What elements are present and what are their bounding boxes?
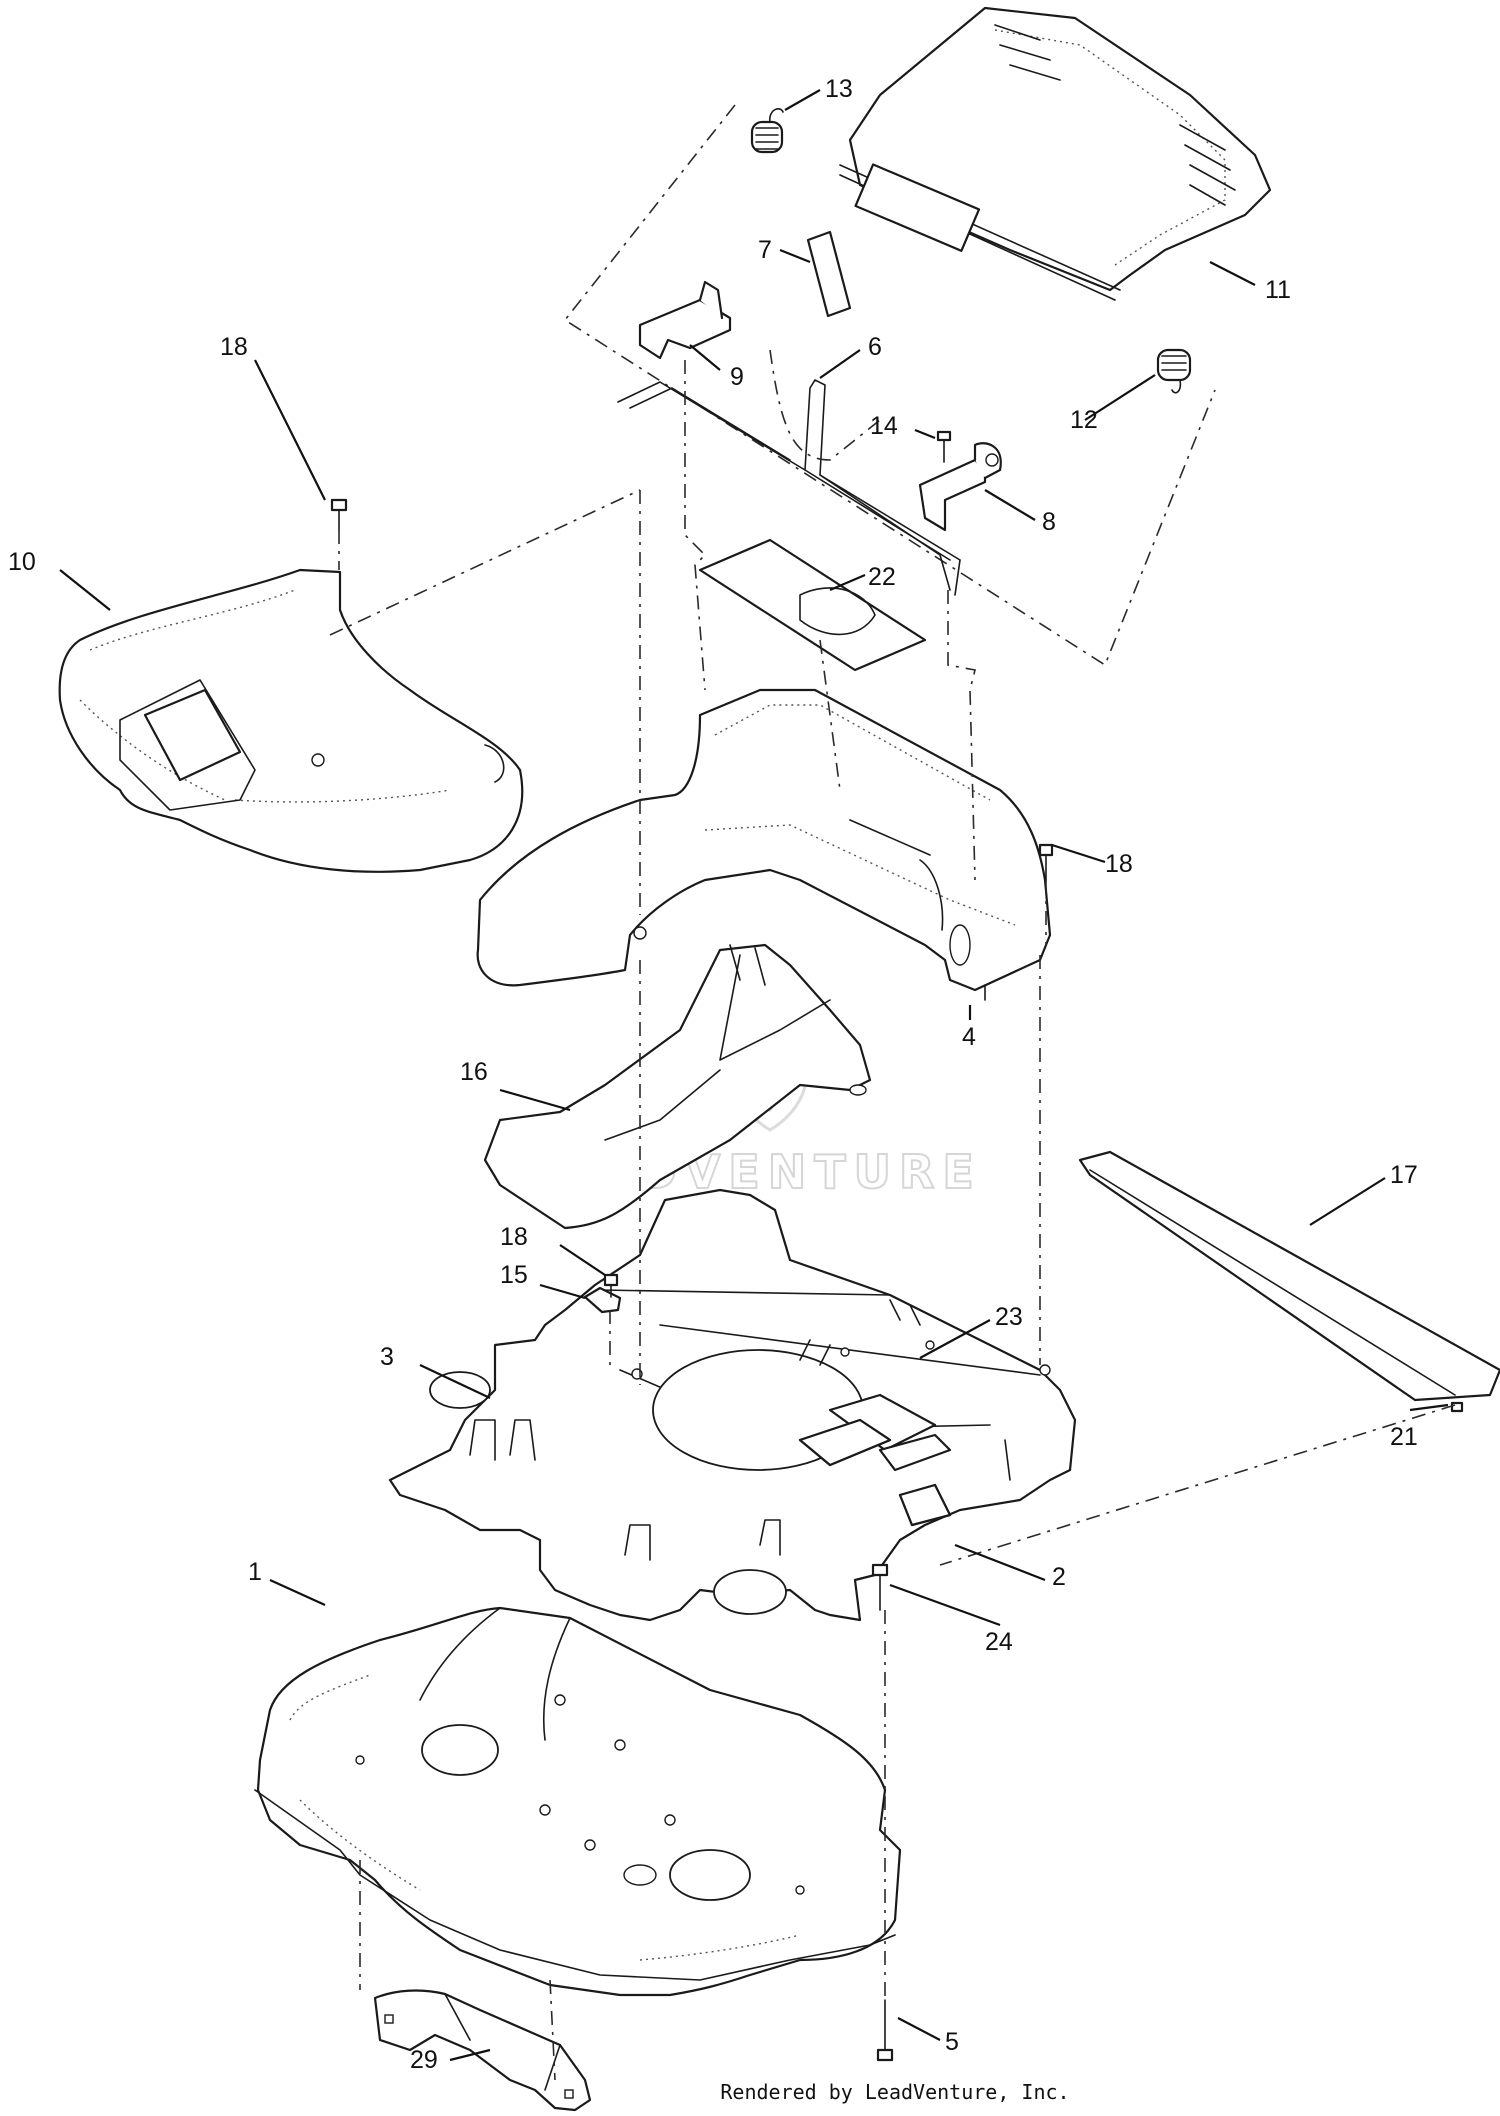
part-17-rail: [1078, 1150, 1500, 1402]
callout-22: 22: [868, 563, 896, 591]
callout-5: 5: [945, 2028, 959, 2056]
part-6-rod: [617, 379, 961, 596]
callout-6: 6: [868, 333, 882, 361]
part-16-footrest: [483, 943, 872, 1230]
callout-12: 12: [1070, 406, 1098, 434]
alignment-lines: [329, 349, 1456, 2081]
callout-labels: 13 7 11 9 6 12 14 8 18 10 22 18 4 16 17 …: [8, 75, 1418, 2074]
callout-1: 1: [248, 1558, 262, 1586]
callout-4: 4: [962, 1023, 976, 1051]
callout-17: 17: [1390, 1161, 1418, 1189]
part-8-bracket: [918, 442, 1002, 532]
part-29-shield: [373, 1989, 592, 2112]
leader-lines: [59, 89, 1449, 2062]
callout-7: 7: [758, 236, 772, 264]
part-21-screw: [1450, 1401, 1464, 1413]
callout-8: 8: [1042, 508, 1056, 536]
part-10-hood: [58, 568, 524, 873]
callout-3: 3: [380, 1343, 394, 1371]
part-18-screw-b: [1038, 843, 1054, 881]
callout-13: 13: [825, 75, 853, 103]
part-7-pad: [806, 230, 852, 318]
part-9-bracket: [638, 280, 732, 360]
part-18-screw-c: [603, 1273, 619, 1298]
callout-18-top: 18: [220, 333, 248, 361]
callout-2: 2: [1052, 1563, 1066, 1591]
part-24-fastener: [871, 1563, 889, 1611]
callout-23: 23: [995, 1303, 1023, 1331]
callout-18-middle: 18: [1105, 850, 1133, 878]
part-1-deck: [254, 1606, 902, 1997]
part-23-decal: [798, 1418, 892, 1467]
part-11-seat: [839, 6, 1272, 301]
part-5-bolt: [876, 1999, 894, 2062]
part-4-console: [476, 688, 1052, 1001]
part-18-screw-a: [330, 498, 348, 531]
part-13-spring: [750, 108, 784, 154]
callout-14: 14: [870, 412, 898, 440]
callout-15: 15: [500, 1261, 528, 1289]
part-12-spring: [1156, 348, 1192, 394]
render-credit-footer: Rendered by LeadVenture, Inc.: [0, 2080, 1500, 2104]
callout-11: 11: [1265, 276, 1291, 304]
part-22-decal: [698, 538, 927, 672]
render-credit-text: Rendered by LeadVenture, Inc.: [720, 2080, 1070, 2104]
callout-29: 29: [410, 2046, 438, 2074]
callout-24: 24: [985, 1628, 1013, 1656]
part-14-screw: [936, 430, 952, 463]
part-2-decal: [898, 1483, 952, 1527]
callout-16: 16: [460, 1058, 488, 1086]
seat-subassembly-boundary: [563, 104, 1216, 667]
callout-9: 9: [730, 363, 744, 391]
callout-21: 21: [1390, 1423, 1418, 1451]
callout-10: 10: [8, 548, 36, 576]
callout-18-lower: 18: [500, 1223, 528, 1251]
